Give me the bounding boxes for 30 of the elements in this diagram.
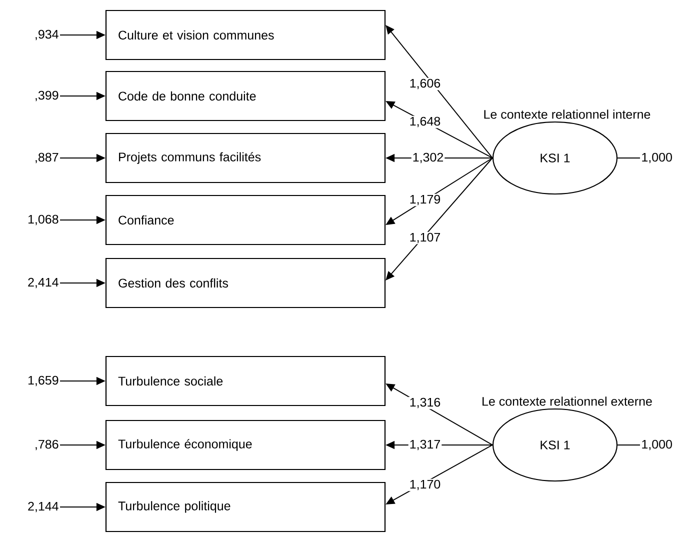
edge-label: 1,170 [408,478,442,492]
ellipse-heading: Le contexte relationnel externe [482,396,652,406]
error-value: ,786 [36,440,58,450]
variable-box: Turbulence sociale [105,356,386,406]
edge-label: 1,179 [408,194,442,206]
error-value: 2,144 [28,502,58,512]
variable-box: Projets communs facilités [105,132,386,184]
edge-label: 1,606 [408,78,442,90]
edge-label: 1,302 [411,152,445,164]
error-value: 1,659 [28,376,58,386]
variable-box: Code de bonne conduite [105,70,386,122]
variance-value: 1,000 [642,440,672,450]
variable-box: Turbulence politique [105,482,386,532]
error-value: ,934 [36,30,58,40]
variable-box: Confiance [105,194,386,246]
variable-box: Turbulence économique [105,420,386,470]
edge-label: 1,316 [408,396,442,410]
edge-label: 1,317 [408,438,442,452]
variable-box: Culture et vision communes [105,10,386,60]
variance-value: 1,000 [642,152,672,164]
arrow [386,25,493,158]
error-value: ,887 [36,152,58,164]
error-value: 1,068 [28,214,58,226]
ellipse-heading: Le contexte relationnel interne [484,110,650,119]
edge-label: 1,107 [408,232,442,244]
edge-label: 1,648 [408,116,442,128]
variable-box: Gestion des conflits [105,258,386,308]
error-value: 2,414 [28,278,58,288]
error-value: ,399 [36,90,58,102]
arrow [386,158,493,280]
